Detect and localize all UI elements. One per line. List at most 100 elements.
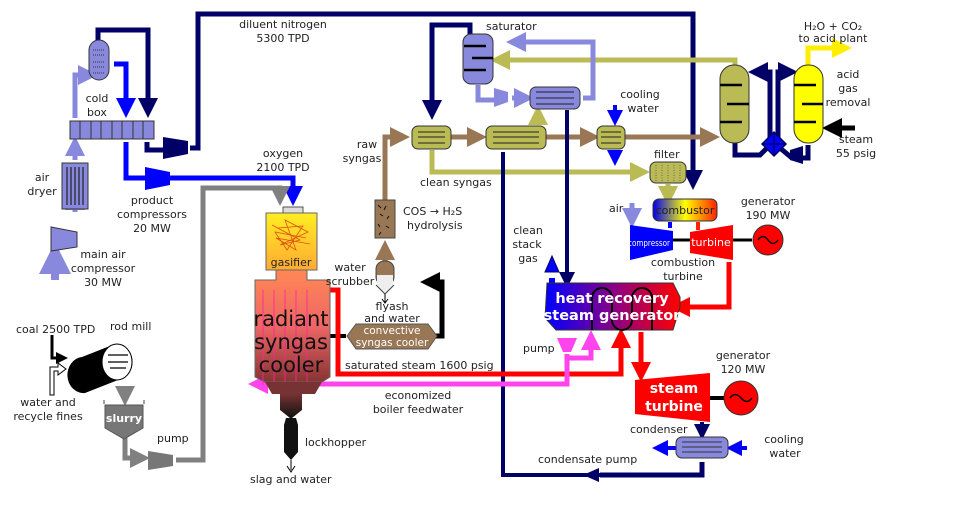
pipe-oxygen-coldbox [114, 61, 136, 118]
label-slurry-pump: pump [157, 432, 189, 445]
pipe-satexch-to-saturator [506, 32, 596, 101]
gas-turbine-compressor[interactable]: compressor [628, 225, 673, 260]
label-clean-syngas: clean syngas [420, 176, 492, 189]
main-air-compressor[interactable] [50, 226, 78, 252]
air-dryer[interactable] [61, 162, 89, 210]
pipe-diluent-nitrogen [190, 11, 703, 190]
heat-exchanger-cooler[interactable] [596, 125, 626, 150]
water-fines-arrow-icon [49, 362, 67, 396]
pipe-economized-feedwater [248, 354, 570, 394]
pipe-saturator-to-pump [475, 85, 496, 103]
agr-absorber[interactable] [719, 64, 750, 144]
agr-regenerator[interactable] [793, 64, 824, 144]
label-lockhopper: lockhopper [305, 436, 367, 449]
saturator-exchanger[interactable] [529, 86, 581, 110]
pipe-nitrogen-compressor [144, 142, 165, 153]
label-air: air [609, 202, 624, 215]
water-scrubber[interactable] [375, 260, 395, 304]
pipe-nitrogen-to-saturator-exch [422, 22, 473, 120]
pipe-oxygen-out [123, 142, 148, 181]
cos-hydrolysis-reactor[interactable] [374, 199, 396, 239]
pipe-convective-to-scrubber [420, 272, 445, 339]
pipe-clean-syngas [429, 150, 650, 182]
gas-turbine[interactable]: turbine [690, 225, 733, 260]
gasifier[interactable]: gasifier [265, 206, 318, 271]
filter[interactable] [649, 161, 687, 184]
condensate-pump[interactable] [583, 468, 599, 482]
agr-heat-exchanger-icon[interactable] [760, 130, 788, 158]
label-saturator: saturator [486, 20, 537, 33]
generator-120[interactable] [723, 380, 759, 416]
pipes [39, 11, 855, 478]
pipe-coal [50, 335, 68, 364]
pipe-agr-loop-right [775, 62, 798, 145]
pipe-nitrogen-coldbox-top [95, 27, 158, 118]
hrsg-pump[interactable] [557, 338, 577, 352]
combustor[interactable]: combustor [652, 198, 718, 222]
label-condensate-pump: condensate pump [538, 453, 637, 466]
pipe-raw-syngas [382, 127, 410, 200]
pipe-condensate-loop [600, 462, 705, 478]
pipe-air-coldbox [72, 65, 98, 118]
slurry-pump[interactable] [148, 451, 173, 470]
label-slag: slag and water [250, 473, 332, 486]
saturator-pump[interactable] [494, 88, 508, 107]
pipe-slurry-pump-gasifier [176, 185, 290, 463]
label-saturated-steam: saturated steam 1600 psig [345, 359, 494, 372]
cold-box-column[interactable] [88, 39, 110, 81]
rod-mill[interactable] [67, 343, 133, 394]
pipe-oxygen-to-gasifier [170, 175, 303, 206]
label-slurry: slurry [106, 412, 142, 425]
condenser[interactable] [675, 436, 729, 459]
cold-box-exchanger[interactable] [69, 120, 155, 140]
heat-exchanger-2[interactable] [485, 125, 547, 150]
label-gasifier: gasifier [271, 256, 312, 269]
label-filter: filter [654, 148, 680, 161]
pipe-slurry-tank-pump [122, 434, 150, 468]
agr-pump[interactable] [790, 146, 803, 164]
label-turbine: turbine [691, 236, 731, 249]
pipe-turbine-exhaust [670, 262, 732, 317]
generator-190[interactable] [752, 224, 784, 256]
pipe-agr-to-saturator [490, 50, 738, 70]
lockhopper[interactable] [280, 394, 302, 473]
label-coal: coal 2500 TPD [16, 323, 95, 336]
slurry-tank[interactable]: slurry [103, 400, 145, 440]
label-compressor: compressor [628, 239, 670, 249]
pipe-agr-loop-left [732, 62, 773, 158]
heat-exchanger-1[interactable] [411, 125, 452, 150]
product-compressor[interactable] [145, 167, 170, 190]
stack-outlet-icon [544, 254, 560, 273]
label-combustor: combustor [656, 204, 715, 217]
label-hrsg-pump: pump [523, 342, 555, 355]
label-rod-mill: rod mill [110, 320, 151, 333]
saturator[interactable] [462, 33, 494, 85]
nitrogen-compressor[interactable] [163, 137, 188, 159]
